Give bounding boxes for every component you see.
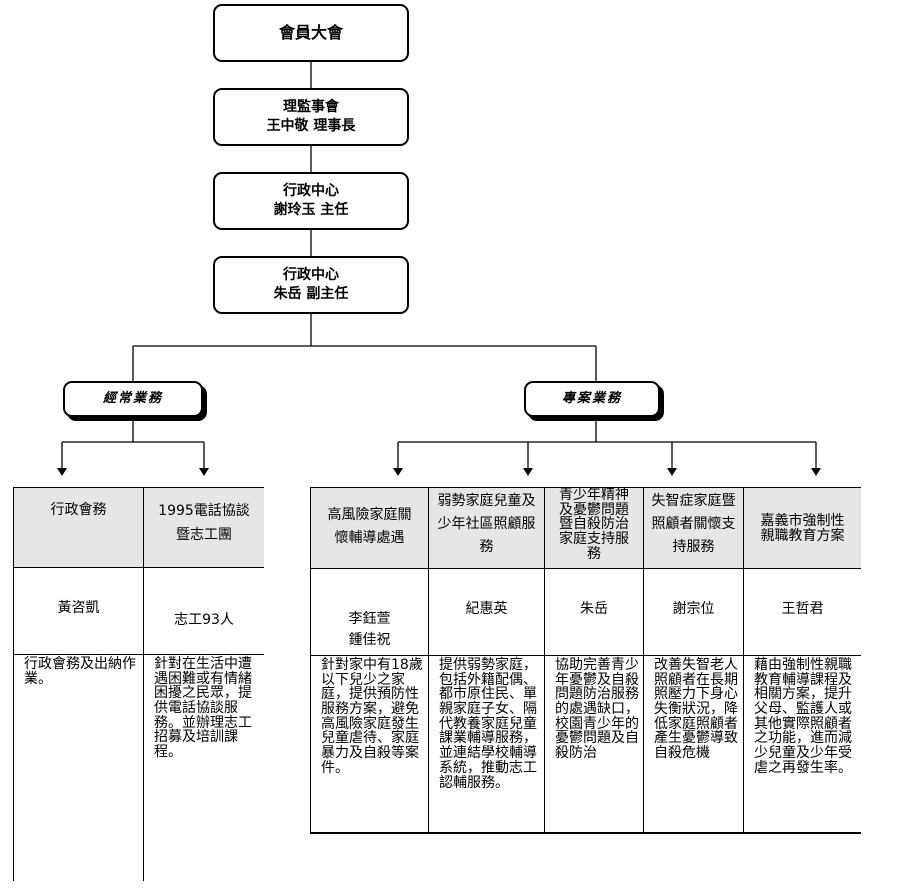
projects-header-cell: 高風險家庭關懷輔導處遇 bbox=[311, 488, 428, 568]
operations-header-cell: 行政會務 bbox=[14, 488, 143, 567]
project-title: 嘉義市強制性親職教育方案 bbox=[760, 513, 845, 545]
operations-description-cell: 行政會務及出納作業。 bbox=[14, 655, 143, 881]
project-person: 王哲君 bbox=[781, 601, 824, 617]
operations-category-label: 經常業務 bbox=[102, 391, 163, 407]
operations-title: 1995電話協談暨志工團 bbox=[158, 503, 250, 543]
projects-description-cell: 改善失智老人照顧者在長期照壓力下身心失衡狀況，降低家庭照顧者產生憂鬱導致自殺危機 bbox=[644, 656, 743, 832]
operations-person: 志工93人 bbox=[174, 612, 234, 628]
project-description: 針對家中有18歲以下兒少之家庭，提供預防性服務方案，避免高風險家庭發生兒童虐待、… bbox=[321, 657, 423, 776]
projects-header-cell: 弱勢家庭兒童及少年社區照顧服務 bbox=[429, 488, 544, 568]
project-person: 朱岳 bbox=[580, 601, 608, 617]
project-description: 改善失智老人照顧者在長期照壓力下身心失衡狀況，降低家庭照顧者產生憂鬱導致自殺危機 bbox=[654, 657, 738, 762]
projects-header-cell: 嘉義市強制性親職教育方案 bbox=[744, 488, 861, 568]
projects-description-cell: 提供弱勢家庭，包括外籍配偶、都市原住民、單親家庭子女、隔代教養家庭兒童課業輔導服… bbox=[429, 656, 544, 832]
projects-description-cell: 藉由強制性親職教育輔導課程及相關方案，提升父母、監護人或其他實際照顧者之功能，進… bbox=[744, 656, 861, 832]
arrowhead bbox=[57, 468, 67, 476]
board-title: 理監事會 bbox=[283, 99, 339, 116]
operations-person: 黃咨凱 bbox=[57, 600, 100, 616]
admin-center-title: 行政中心 bbox=[283, 183, 339, 200]
projects-person-cell: 朱岳 bbox=[545, 569, 643, 655]
project-person: 紀惠英 bbox=[465, 601, 508, 617]
project-title: 青少年精神及憂鬱問題暨自殺防治家庭支持服務 bbox=[559, 488, 629, 562]
arrowhead bbox=[393, 468, 403, 476]
project-title: 失智症家庭暨照顧者關懷支持服務 bbox=[651, 493, 736, 556]
admin-center-director: 謝玲玉 主任 bbox=[273, 202, 349, 218]
operations-description-cell: 針對在生活中遭遇困難或有情緒困擾之民眾，提供電話協談服務。並辦理志工招募及培訓課… bbox=[144, 655, 264, 881]
project-person: 李鈺萱 鍾佳祝 bbox=[348, 611, 391, 648]
admin-center-title: 行政中心 bbox=[283, 267, 339, 284]
admin-center-director-box: 行政中心 謝玲玉 主任 bbox=[213, 172, 409, 230]
board-box: 理監事會 王中敬 理事長 bbox=[213, 88, 409, 146]
arrowhead bbox=[199, 468, 209, 476]
project-title: 高風險家庭關懷輔導處遇 bbox=[327, 507, 412, 547]
arrowhead bbox=[523, 468, 533, 476]
operations-person-cell: 志工93人 bbox=[144, 568, 264, 654]
project-title: 弱勢家庭兒童及少年社區照顧服務 bbox=[437, 493, 536, 556]
project-person: 謝宗位 bbox=[672, 601, 715, 617]
board-chair: 王中敬 理事長 bbox=[266, 118, 356, 134]
projects-header-cell: 青少年精神及憂鬱問題暨自殺防治家庭支持服務 bbox=[545, 488, 643, 568]
projects-category-label: 專案業務 bbox=[561, 391, 622, 407]
operations-description: 針對在生活中遭遇困難或有情緒困擾之民眾，提供電話協談服務。並辦理志工招募及培訓課… bbox=[154, 656, 252, 761]
arrowhead bbox=[811, 468, 821, 476]
operations-header-cell: 1995電話協談暨志工團 bbox=[144, 488, 264, 567]
operations-person-cell: 黃咨凱 bbox=[14, 568, 143, 654]
admin-center-deputy: 朱岳 副主任 bbox=[273, 286, 349, 302]
projects-person-cell: 李鈺萱 鍾佳祝 bbox=[311, 569, 428, 655]
project-description: 協助完善青少年憂鬱及自殺問題防治服務的處遇缺口，校園青少年的憂鬱問題及自殺防治 bbox=[555, 657, 639, 762]
projects-description-cell: 協助完善青少年憂鬱及自殺問題防治服務的處遇缺口，校園青少年的憂鬱問題及自殺防治 bbox=[545, 656, 643, 832]
operations-table: 行政會務 1995電話協談暨志工團 黃咨凱 志工93人 行政會務及出納作業。 針… bbox=[13, 487, 264, 881]
projects-header-cell: 失智症家庭暨照顧者關懷支持服務 bbox=[644, 488, 743, 568]
projects-table: 高風險家庭關懷輔導處遇 弱勢家庭兒童及少年社區照顧服務 青少年精神及憂鬱問題暨自… bbox=[310, 487, 861, 834]
arrowhead bbox=[667, 468, 677, 476]
general-assembly-label: 會員大會 bbox=[278, 23, 343, 43]
project-description: 提供弱勢家庭，包括外籍配偶、都市原住民、單親家庭子女、隔代教養家庭兒童課業輔導服… bbox=[439, 657, 537, 791]
general-assembly-box: 會員大會 bbox=[213, 4, 409, 62]
operations-description: 行政會務及出納作業。 bbox=[24, 656, 136, 687]
operations-category-box: 經常業務 bbox=[63, 381, 203, 417]
project-description: 藉由強制性親職教育輔導課程及相關方案，提升父母、監護人或其他實際照顧者之功能，進… bbox=[754, 657, 852, 776]
operations-title: 行政會務 bbox=[50, 502, 107, 518]
projects-category-box: 專案業務 bbox=[524, 381, 660, 417]
projects-person-cell: 王哲君 bbox=[744, 569, 861, 655]
admin-center-deputy-box: 行政中心 朱岳 副主任 bbox=[213, 256, 409, 314]
projects-person-cell: 謝宗位 bbox=[644, 569, 743, 655]
projects-description-cell: 針對家中有18歲以下兒少之家庭，提供預防性服務方案，避免高風險家庭發生兒童虐待、… bbox=[311, 656, 428, 832]
projects-person-cell: 紀惠英 bbox=[429, 569, 544, 655]
